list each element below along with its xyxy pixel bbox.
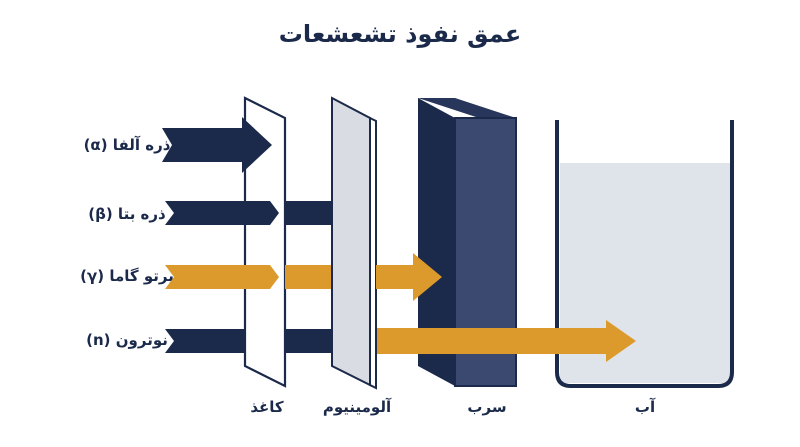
neutron-label: نوترون (n) (86, 331, 168, 349)
aluminium-sheet (331, 96, 371, 387)
gamma-arrow-2 (285, 265, 336, 289)
paper-label: کاغذ (250, 398, 284, 416)
neutron-arrow-2 (285, 329, 336, 353)
water-tank (555, 120, 734, 388)
neutron-arrow-long (336, 320, 636, 362)
beta-arrow-1 (165, 201, 279, 225)
alpha-label: ذره آلفا (α) (83, 136, 171, 154)
beta-label: ذره بتا (β) (88, 205, 166, 223)
gamma-arrow-3 (376, 253, 442, 301)
alpha-arrow (162, 117, 272, 173)
gamma-label: پرتو گاما (γ) (80, 267, 174, 285)
aluminium-label: آلومینیوم (322, 398, 392, 416)
lead-top (418, 98, 516, 118)
diagram-title: عمق نفوذ تشعشعات (278, 20, 522, 48)
lead-side (418, 98, 455, 386)
water-label: آب (634, 398, 656, 416)
lead-label: سرب (467, 398, 507, 416)
gamma-arrow-1 (165, 265, 279, 289)
